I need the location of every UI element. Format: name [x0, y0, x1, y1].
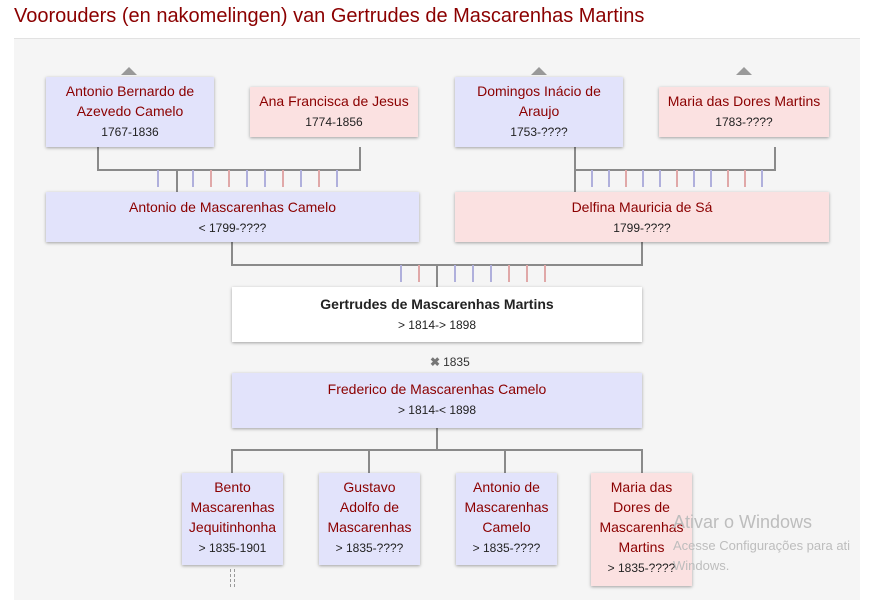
person-box-spouse[interactable]: Frederico de Mascarenhas Camelo > 1814-<…	[232, 373, 642, 428]
watermark-title: Ativar o Windows	[673, 512, 813, 532]
person-box-grandmother-maternal[interactable]: Maria das Dores Martins 1783-????	[659, 87, 829, 137]
person-name: Gertrudes de Mascarenhas Martins	[320, 296, 554, 312]
marriage-icon: ✖	[430, 355, 441, 369]
connector-line	[97, 147, 99, 171]
person-dates: > 1835-????	[472, 541, 541, 555]
person-dates: > 1814-< 1898	[397, 403, 477, 417]
person-name[interactable]: Maria das Dores de Mascarenhas Martins	[599, 479, 684, 555]
person-box-mother[interactable]: Delfina Mauricia de Sá 1799-????	[455, 192, 829, 242]
person-box-grandfather-maternal[interactable]: Domingos Inácio de Araujo 1753-????	[455, 77, 623, 147]
watermark-line: Acesse Configurações para ati	[673, 538, 851, 553]
expand-up-icon[interactable]	[531, 67, 547, 75]
connector-line	[231, 242, 233, 266]
connector-line	[368, 450, 370, 473]
person-dates: > 1814-> 1898	[397, 318, 477, 332]
page-title: Voorouders (en nakomelingen) van Gertrud…	[14, 5, 645, 27]
person-dates: < 1799-????	[198, 221, 267, 235]
connector-line	[436, 265, 438, 287]
marriage-info: ✖1835	[430, 355, 470, 369]
person-name[interactable]: Antonio de Mascarenhas Camelo	[464, 479, 549, 535]
person-name[interactable]: Gustavo Adolfo de Mascarenhas	[327, 479, 412, 535]
person-box-child[interactable]: Maria das Dores de Mascarenhas Martins >…	[591, 473, 692, 586]
connector-line	[359, 147, 361, 171]
expand-up-icon[interactable]	[121, 67, 137, 75]
person-box-grandfather-paternal[interactable]: Antonio Bernardo de Azevedo Camelo 1767-…	[46, 77, 214, 147]
person-dates: 1753-????	[510, 125, 568, 139]
person-box-child[interactable]: Gustavo Adolfo de Mascarenhas > 1835-???…	[319, 473, 420, 565]
connector-line	[641, 450, 643, 473]
person-name[interactable]: Maria das Dores Martins	[667, 93, 821, 109]
person-name[interactable]: Frederico de Mascarenhas Camelo	[327, 381, 547, 397]
watermark-line: Windows.	[673, 558, 730, 573]
connector-line	[574, 169, 776, 171]
person-name[interactable]: Domingos Inácio de Araujo	[477, 83, 601, 119]
person-box-father[interactable]: Antonio de Mascarenhas Camelo < 1799-???…	[46, 192, 419, 242]
connector-line	[231, 449, 643, 451]
expand-up-icon[interactable]	[736, 67, 752, 75]
person-name[interactable]: Bento Mascarenhas Jequitinhonha	[188, 479, 277, 535]
person-dates: > 1835-1901	[198, 541, 267, 555]
person-name[interactable]: Delfina Mauricia de Sá	[571, 199, 713, 215]
connector-line	[436, 428, 438, 450]
person-box-grandmother-paternal[interactable]: Ana Francisca de Jesus 1774-1856	[250, 87, 418, 137]
connector-line	[574, 147, 576, 171]
person-box-child[interactable]: Bento Mascarenhas Jequitinhonha > 1835-1…	[182, 473, 283, 565]
sibling-ticks	[591, 170, 771, 187]
more-descendants-indicator[interactable]	[230, 569, 235, 587]
connector-line	[774, 147, 776, 171]
person-dates: 1799-????	[613, 221, 671, 235]
connector-line	[504, 450, 506, 473]
connector-line	[574, 170, 576, 192]
sibling-ticks	[400, 265, 550, 282]
person-name[interactable]: Antonio de Mascarenhas Camelo	[128, 199, 336, 215]
connector-line	[641, 242, 643, 266]
person-name[interactable]: Ana Francisca de Jesus	[259, 93, 409, 109]
person-dates: > 1835-????	[335, 541, 404, 555]
person-dates: 1783-????	[715, 115, 773, 129]
sibling-ticks	[157, 170, 357, 187]
connector-line	[176, 170, 178, 192]
connector-line	[231, 450, 233, 473]
person-dates: 1767-1836	[101, 125, 159, 139]
person-name[interactable]: Antonio Bernardo de Azevedo Camelo	[65, 83, 195, 119]
marriage-year: 1835	[443, 355, 470, 369]
person-dates: 1774-1856	[305, 115, 363, 129]
person-box-subject[interactable]: Gertrudes de Mascarenhas Martins > 1814-…	[232, 287, 642, 342]
person-box-child[interactable]: Antonio de Mascarenhas Camelo > 1835-???…	[456, 473, 557, 565]
person-dates: > 1835-????	[607, 561, 676, 575]
